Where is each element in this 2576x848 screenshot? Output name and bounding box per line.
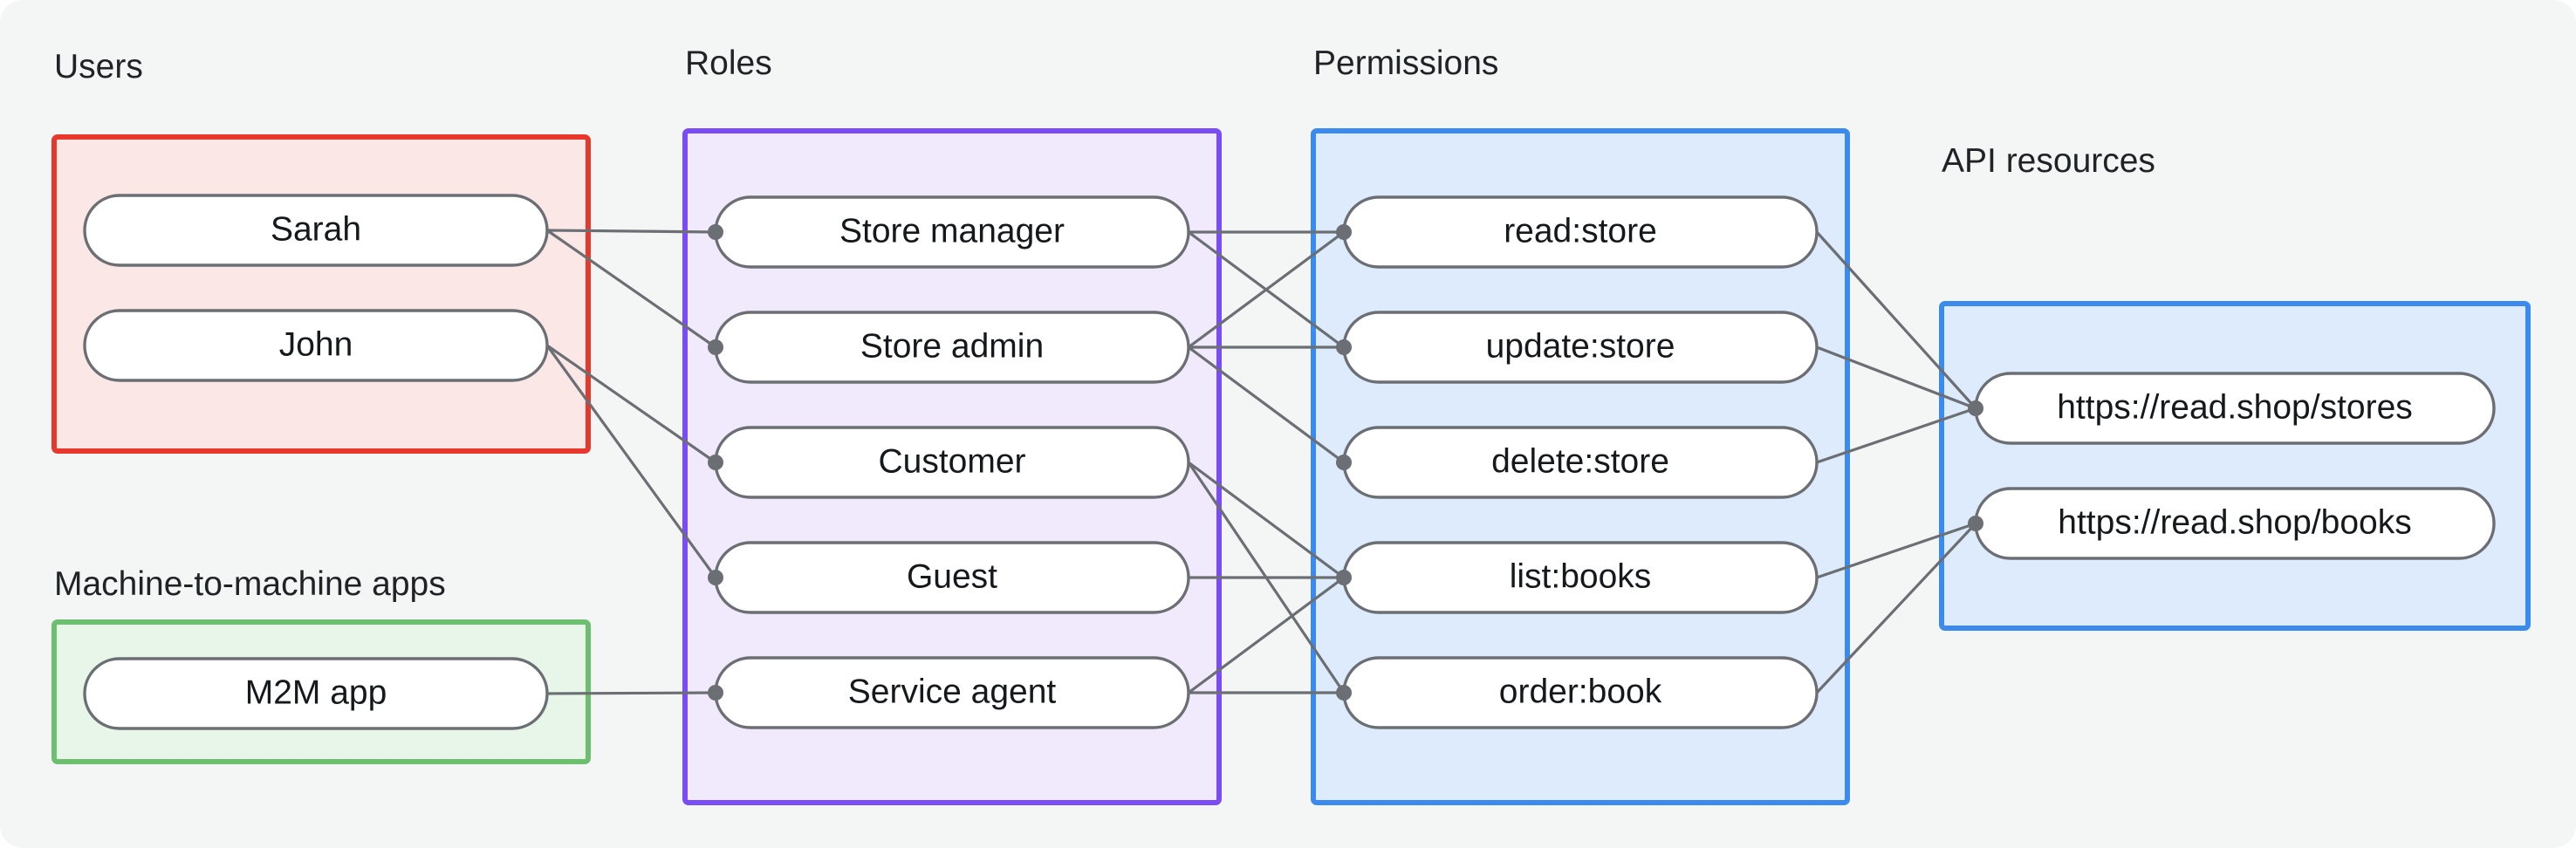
node-label-service-agent: Service agent — [848, 673, 1057, 710]
node-label-list-books: list:books — [1510, 557, 1652, 595]
port-dot-update-store — [1336, 339, 1352, 355]
node-label-delete-store: delete:store — [1491, 442, 1669, 480]
port-dot-read-shop-stores — [1968, 400, 1983, 416]
node-label-store-manager: Store manager — [839, 212, 1065, 250]
port-dot-store-admin — [708, 339, 723, 355]
edge-list-books-to-read-shop-books — [1816, 522, 1977, 579]
node-label-guest: Guest — [907, 557, 997, 595]
edge-order-book-to-read-shop-books — [1815, 522, 1977, 694]
edge-john-to-guest — [545, 345, 717, 578]
node-label-store-admin: Store admin — [860, 327, 1044, 365]
node-john[interactable] — [83, 309, 549, 382]
edge-service-agent-to-list-books — [1188, 576, 1345, 694]
port-dot-read-shop-books — [1968, 516, 1983, 531]
group-label-permissions: Permissions — [1313, 44, 1498, 82]
node-label-read-shop-books: https://read.shop/books — [2058, 503, 2411, 541]
group-label-m2m: Machine-to-machine apps — [54, 565, 446, 603]
port-dot-read-store — [1336, 224, 1352, 240]
edge-store-admin-to-read-store — [1188, 230, 1345, 349]
node-label-m2m-app: M2M app — [245, 674, 387, 711]
group-label-api-resources: API resources — [1942, 142, 2155, 180]
port-dot-list-books — [1336, 570, 1352, 585]
group-label-roles: Roles — [685, 44, 772, 82]
node-label-order-book: order:book — [1499, 673, 1662, 710]
edge-sarah-to-store-admin — [546, 229, 716, 349]
edge-update-store-to-read-shop-stores — [1816, 345, 1977, 410]
edge-m2m-app-to-service-agent — [546, 691, 716, 695]
node-sarah[interactable] — [83, 194, 549, 267]
node-label-customer: Customer — [878, 442, 1025, 480]
group-label-users: Users — [54, 48, 143, 85]
edge-read-store-to-read-shop-stores — [1815, 230, 1977, 410]
node-label-read-shop-stores: https://read.shop/stores — [2057, 388, 2413, 426]
port-layer — [708, 224, 1983, 701]
edge-layer — [545, 229, 1977, 695]
node-m2m-app[interactable] — [83, 657, 549, 730]
port-dot-store-manager — [708, 224, 723, 240]
node-label-john: John — [279, 325, 353, 363]
port-dot-delete-store — [1336, 455, 1352, 470]
edge-store-admin-to-delete-store — [1188, 345, 1345, 464]
port-dot-guest — [708, 570, 723, 585]
group-box-api-resources — [1939, 301, 2531, 631]
node-label-read-store: read:store — [1504, 212, 1657, 250]
edge-customer-to-list-books — [1188, 461, 1345, 579]
edge-john-to-customer — [546, 344, 716, 464]
edge-delete-store-to-read-shop-stores — [1816, 407, 1977, 464]
group-box-users — [51, 134, 591, 454]
edge-sarah-to-store-manager — [546, 229, 716, 234]
node-label-sarah: Sarah — [271, 210, 361, 248]
port-dot-order-book — [1336, 685, 1352, 701]
port-dot-customer — [708, 455, 723, 470]
port-dot-service-agent — [708, 685, 723, 701]
node-label-update-store: update:store — [1486, 327, 1675, 365]
